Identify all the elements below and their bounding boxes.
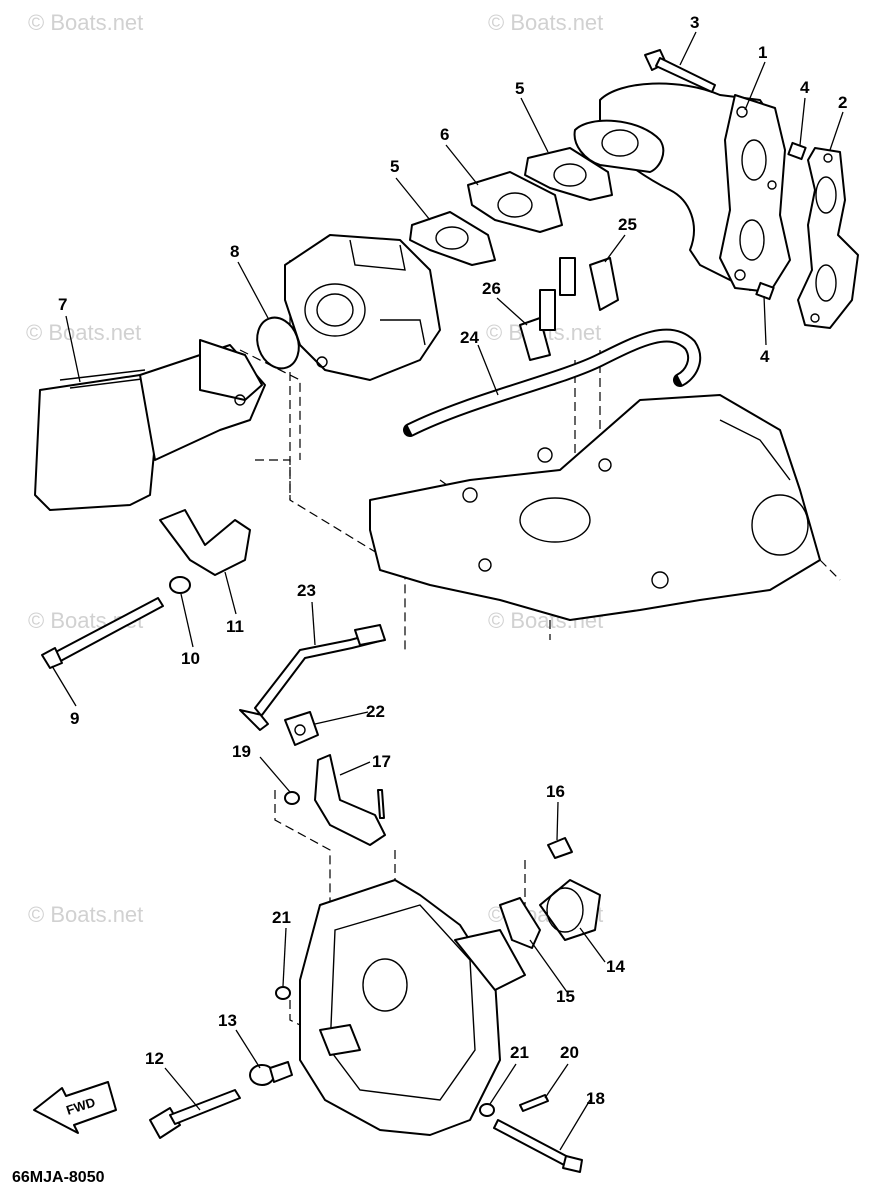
bracket: [159, 509, 251, 576]
link-rod: [239, 624, 386, 731]
link-joint: [284, 711, 319, 746]
callout-label: 25: [618, 215, 637, 234]
callout-label: 13: [218, 1011, 237, 1030]
callout-label: 18: [586, 1089, 605, 1108]
drawing-code: 66MJA-8050: [12, 1169, 105, 1186]
watermark: © Boats.net: [28, 902, 143, 927]
long-bolt: [493, 1119, 583, 1173]
callout-label: 12: [145, 1049, 164, 1068]
grommet: [169, 576, 191, 594]
manifold-gasket: [797, 147, 859, 329]
air-intake-seal: [539, 879, 601, 941]
callout-label: 4: [800, 78, 810, 97]
callout-label: 21: [510, 1043, 529, 1062]
callout-label: 24: [460, 328, 479, 347]
callout-label: 5: [515, 79, 524, 98]
callout-label: 20: [560, 1043, 579, 1062]
callout-label: 2: [838, 93, 847, 112]
washers: [275, 986, 495, 1117]
manifold-bolt: [644, 49, 716, 93]
fuel-hose: [403, 328, 702, 437]
callout-label: 14: [606, 957, 625, 976]
choke-knob: [149, 1089, 241, 1139]
carburetor: [284, 234, 441, 381]
dowel-pins: [755, 141, 807, 301]
carburetor-gaskets: [409, 147, 613, 266]
intake-silencer: [34, 339, 266, 511]
pin: [519, 1094, 549, 1112]
callout-label: 23: [297, 581, 316, 600]
callout-label: 4: [760, 347, 770, 366]
callout-label: 19: [232, 742, 251, 761]
watermark: © Boats.net: [488, 10, 603, 35]
silencer-box: [299, 879, 526, 1136]
hose-clamps: [519, 257, 619, 361]
watermark: © Boats.net: [28, 10, 143, 35]
screw: [547, 837, 573, 859]
callout-label: 7: [58, 295, 67, 314]
fwd-arrow-icon: FWD: [33, 1081, 117, 1134]
callout-label: 6: [440, 125, 449, 144]
silencer-bolt: [41, 597, 164, 669]
leader-lines: [51, 31, 844, 1151]
callout-label: 11: [226, 617, 244, 636]
callout-label: 3: [690, 13, 699, 32]
callout-label: 26: [482, 279, 501, 298]
callout-label: 1: [758, 43, 767, 62]
callout-label: 9: [70, 709, 79, 728]
callout-label: 21: [272, 908, 291, 927]
intake-manifold: [573, 82, 791, 293]
seal-gasket: [499, 897, 541, 949]
callout-label: 10: [181, 649, 200, 668]
callout-labels: 1 2 3 4 4 5 5 6 7 8 9 10 11 12 13 14 15 …: [58, 13, 847, 1108]
callout-label: 5: [390, 157, 399, 176]
callout-label: 8: [230, 242, 239, 261]
washer: [284, 791, 300, 805]
throttle-lever: [314, 754, 386, 846]
callout-label: 17: [372, 752, 391, 771]
watermark: © Boats.net: [26, 320, 141, 345]
callout-label: 16: [546, 782, 565, 801]
crankcase: [369, 394, 841, 621]
choke-grommet: [249, 1061, 293, 1086]
callout-label: 22: [366, 702, 385, 721]
callout-label: 15: [556, 987, 575, 1006]
